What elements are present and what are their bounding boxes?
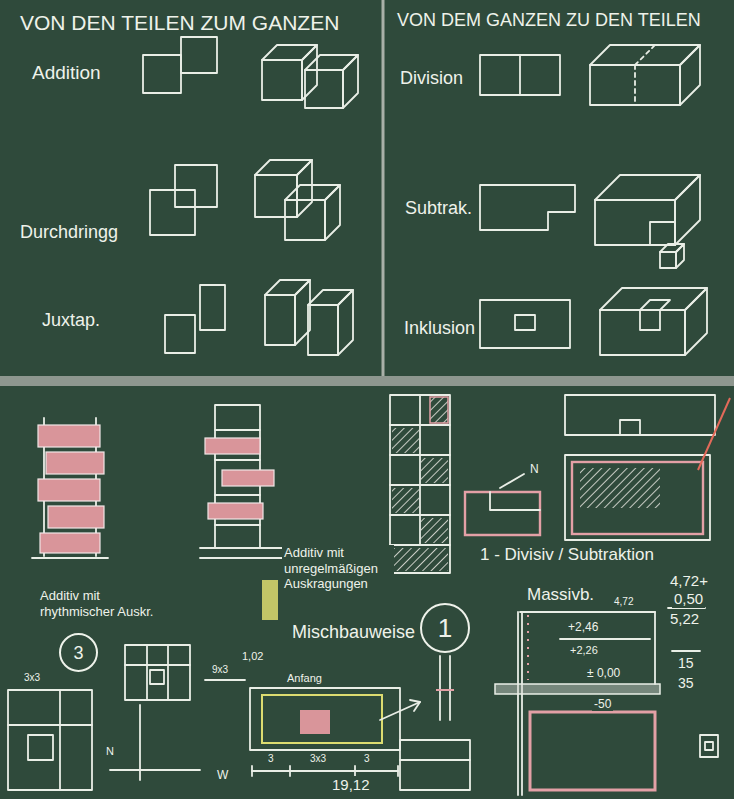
principle-label: Division: [398, 68, 465, 90]
callout-circle: 1: [420, 603, 470, 653]
dimension: 3x3: [308, 753, 328, 765]
north-mark: N: [528, 462, 541, 476]
callout-number: 1: [438, 615, 452, 641]
board-heading: VON DEN TEILEN ZUM GANZEN: [18, 10, 341, 35]
principle-label: Juxtap.: [40, 310, 102, 332]
level-mark: ± 0,00: [585, 666, 622, 680]
dimension: 3: [362, 753, 372, 765]
board-heading: VON DEM GANZEN ZU DEN TEILEN: [395, 10, 703, 32]
dimension: 3: [266, 753, 276, 765]
compass-mark: W: [215, 768, 230, 782]
chalk-note: Massivb.: [525, 585, 596, 605]
principle-label: Subtrak.: [403, 198, 474, 220]
chalk-note: Mischbauweise: [290, 622, 417, 644]
chalk-note: Additiv mit rhythmischer Auskr.: [38, 588, 162, 619]
dimension: 19,12: [330, 776, 372, 794]
callout-number: 3: [73, 644, 83, 662]
principle-label: Durchdringg: [18, 222, 120, 244]
chalk-note: Additiv mit unregelmäßigen Auskragungen: [282, 545, 394, 592]
dimension: 15: [676, 655, 696, 672]
dimension: 0,50: [672, 590, 705, 608]
level-mark: +2,46: [566, 620, 600, 634]
dimension: 35: [676, 675, 696, 692]
compass-mark: N: [104, 745, 116, 758]
dimension: 9x3: [210, 664, 230, 676]
dimension: 3x3: [22, 672, 42, 684]
dimension: 4,72+: [668, 572, 710, 590]
dimension: 1,02: [240, 650, 265, 663]
level-mark: -50: [592, 697, 613, 711]
principle-label: Addition: [30, 62, 103, 85]
dimension: 5,22: [668, 610, 701, 628]
level-mark: +2,26: [568, 644, 600, 657]
principle-label: Inklusion: [402, 318, 477, 340]
chalk-note: 1 - Divisiv / Subtraktion: [478, 545, 656, 565]
chalk-note: Anfang: [285, 672, 324, 685]
dimension: 4,72: [612, 596, 635, 608]
callout-circle: 3: [59, 633, 98, 672]
